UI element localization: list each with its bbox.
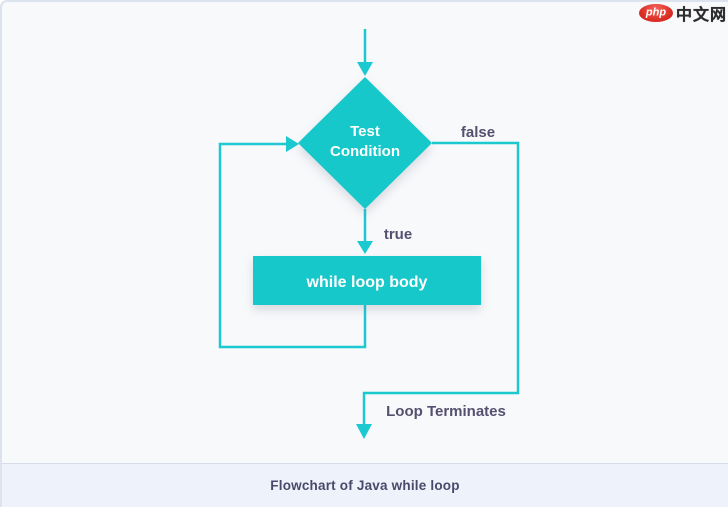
- false-arrowhead-icon: [356, 424, 372, 439]
- site-logo: php 中文网: [638, 3, 727, 24]
- false-label: false: [461, 124, 495, 141]
- loopback-edge: [218, 142, 367, 349]
- false-edge: [362, 141, 520, 425]
- loopback-arrowhead-icon: [286, 136, 299, 152]
- flowchart-canvas: Test Condition while loop body false tru…: [218, 29, 520, 439]
- condition-label-line1: Test: [350, 123, 380, 140]
- entry-arrowhead-icon: [357, 62, 373, 76]
- condition-diamond: [298, 77, 432, 209]
- true-arrowhead-icon: [357, 241, 373, 254]
- condition-label-line2: Condition: [330, 143, 400, 160]
- php-logo-badge-text: php: [645, 6, 667, 18]
- loop-body-rect: [253, 256, 481, 305]
- caption-bar: Flowchart of Java while loop: [2, 463, 728, 507]
- site-logo-text: 中文网: [675, 7, 727, 24]
- php-logo-icon: php: [638, 4, 673, 22]
- loop-body-label: while loop body: [306, 274, 428, 291]
- true-label: true: [384, 226, 412, 243]
- caption-text: Flowchart of Java while loop: [270, 478, 460, 493]
- terminate-label: Loop Terminates: [386, 403, 506, 420]
